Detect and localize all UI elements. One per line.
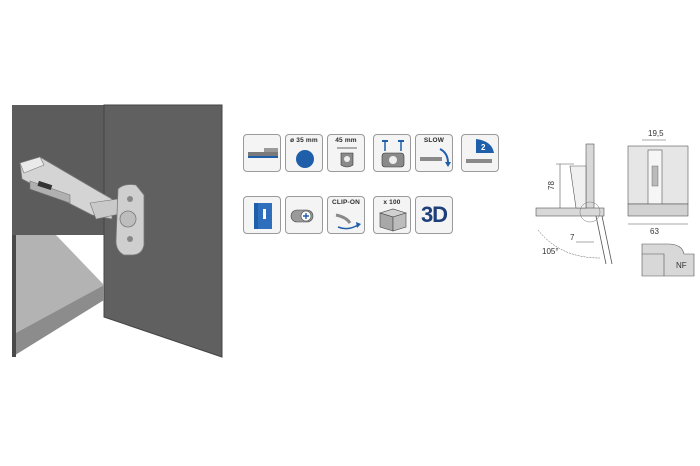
cabinet-door-panel — [103, 104, 223, 358]
clip-on-label: CLIP-ON — [331, 199, 361, 206]
cabinet-shelf — [12, 235, 104, 335]
cam-adjust-icon — [285, 196, 323, 234]
bottom-width-dimension: 63 — [650, 227, 659, 236]
nf-label: NF — [676, 261, 687, 270]
plate-distance-label: 45 mm — [335, 137, 357, 144]
soft-close-icon: SLOW — [415, 134, 453, 172]
3d-adjust-label: 3D — [420, 202, 448, 227]
plate-distance-icon: 45 mm — [327, 134, 365, 172]
box-quantity-icon: x 100 — [373, 196, 411, 234]
angle-dimension: 105° — [542, 247, 559, 256]
box-quantity-label: x 100 — [383, 199, 401, 206]
soft-close-label: SLOW — [423, 137, 445, 144]
hinge-illustration — [12, 104, 223, 358]
clip-on-icon: CLIP-ON — [327, 196, 365, 234]
technical-side-view: 78 7 105° — [535, 143, 613, 265]
technical-front-view: 19,5 63 — [627, 129, 689, 236]
hinge-arm — [19, 156, 125, 220]
two-way-adjust-label: 2 — [481, 143, 486, 152]
gap-dimension: 7 — [570, 233, 575, 242]
cup-diameter-label: ø 35 mm — [290, 137, 318, 144]
height-dimension: 78 — [547, 181, 556, 190]
technical-nf-detail: NF — [641, 243, 695, 277]
3d-adjust-icon: 3D — [415, 196, 453, 234]
cabinet-side-icon — [243, 196, 281, 234]
overlay-profile-icon — [243, 134, 281, 172]
top-width-dimension: 19,5 — [648, 129, 664, 138]
two-way-adjust-icon: 2 — [461, 134, 499, 172]
screw-fixing-icon — [373, 134, 411, 172]
hinge-cup-plate — [115, 184, 145, 256]
cup-diameter-icon: ø 35 mm — [285, 134, 323, 172]
